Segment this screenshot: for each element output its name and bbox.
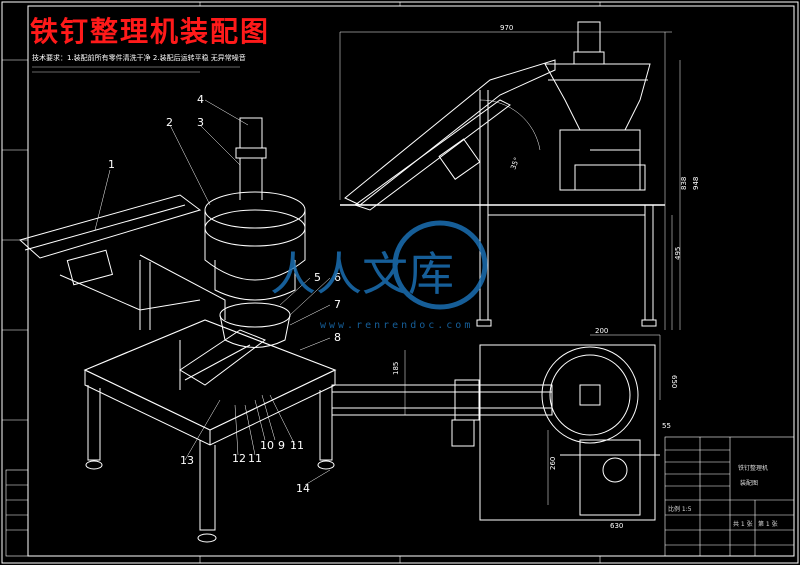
part-num: 2	[166, 116, 173, 129]
part-num: 11	[248, 452, 262, 465]
part-num: 1	[108, 158, 115, 171]
title-block-row: 铁钉整理机	[738, 464, 768, 472]
title-block	[5, 436, 795, 557]
watermark: 人人文库 www.renrendoc.com	[270, 220, 488, 331]
dim-side-h2: 948	[692, 177, 700, 190]
isometric-view	[18, 99, 337, 543]
dim-side-h3: 495	[674, 247, 682, 260]
part-num: 10	[260, 439, 274, 452]
part-num: 12	[232, 452, 246, 465]
part-num: 3	[197, 116, 204, 129]
watermark-url: www.renrendoc.com	[320, 320, 473, 331]
title-block-row: 共 1 张	[733, 520, 753, 528]
dim-top-small: 260	[549, 457, 557, 470]
side-view	[339, 21, 681, 330]
dim-top-width: 200	[595, 327, 608, 335]
part-num: 8	[334, 331, 341, 344]
part-num: 13	[180, 454, 194, 467]
part-num: 5	[314, 271, 321, 284]
dim-top-h: 650	[670, 375, 678, 388]
dim-top-left: 185	[392, 362, 400, 375]
title-block-row: 装配图	[740, 479, 758, 487]
drawing-title: 铁钉整理机装配图	[30, 15, 271, 48]
part-number-labels: 1 2 3 4 5 6 7 8 9 10 11 12 13 14 11	[108, 93, 341, 495]
part-num: 11	[290, 439, 304, 452]
top-view	[331, 334, 661, 521]
dim-angle: 35°	[509, 156, 521, 170]
watermark-text: 人人文库	[270, 247, 454, 301]
title-block-row: 比例 1:5	[668, 505, 692, 513]
dim-top-side: 55	[662, 422, 671, 430]
title-block-row: 第 1 张	[758, 520, 778, 528]
dim-top-bottom: 630	[610, 522, 623, 530]
part-num: 4	[197, 93, 204, 106]
part-num: 7	[334, 298, 341, 311]
part-num: 9	[278, 439, 285, 452]
part-num: 14	[296, 482, 310, 495]
dim-side-width: 970	[500, 24, 513, 32]
dim-side-h1: 838	[680, 177, 688, 190]
technical-notes: 技术要求：1.装配前所有零件清洗干净 2.装配后运转平稳 无异常噪音	[32, 53, 246, 62]
zone-ticks	[2, 2, 601, 563]
part-num: 6	[334, 271, 341, 284]
